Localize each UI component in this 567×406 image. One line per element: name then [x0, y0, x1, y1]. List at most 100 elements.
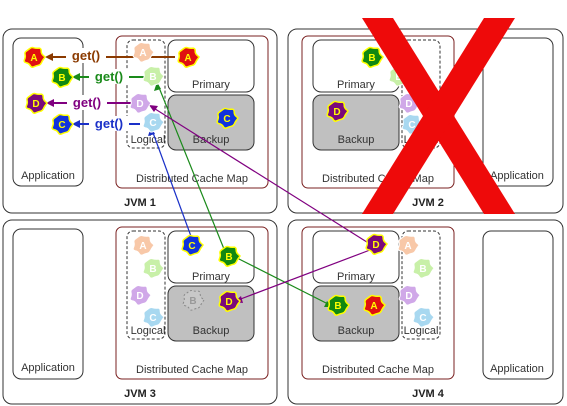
- entry-d-jvm1-logical-icon: D: [129, 93, 152, 114]
- entry-b-jvm1-logical-icon: B: [142, 66, 165, 87]
- entry-blob-shape: [132, 42, 155, 63]
- jvm-2-application-label: Application: [490, 170, 544, 182]
- entry-letter: B: [189, 296, 196, 307]
- entry-c-jvm1-logical-icon: C: [142, 112, 165, 133]
- entry-letter: B: [149, 264, 156, 275]
- jvm-4-primary-label: Primary: [337, 271, 375, 283]
- entry-d-jvm4-logical-icon: D: [398, 285, 421, 306]
- jvm-3-label: JVM 3: [124, 388, 156, 400]
- route-b-head: [154, 82, 161, 91]
- entry-blob-shape: [129, 285, 152, 306]
- entry-blob-shape: [177, 46, 200, 68]
- jvm-3-cache-map-label: Distributed Cache Map: [136, 364, 248, 376]
- entry-letter: C: [149, 313, 156, 324]
- entry-letter: C: [58, 120, 65, 131]
- get-label-d-bg: [67, 95, 107, 110]
- entry-letter: C: [149, 118, 156, 129]
- entry-blob-shape: [142, 258, 165, 279]
- entry-letter: D: [32, 99, 39, 110]
- jvm-4-cache-map-label: Distributed Cache Map: [322, 364, 434, 376]
- entry-a-jvm1-app-icon: A: [23, 46, 46, 68]
- entry-blob-shape: [142, 66, 165, 87]
- entry-b-jvm3-logical-icon: B: [142, 258, 165, 279]
- entry-letter: A: [184, 53, 191, 64]
- entry-blob-shape: [132, 235, 155, 256]
- entry-blob-shape: [365, 233, 388, 255]
- jvm-3-primary-label: Primary: [192, 271, 230, 283]
- jvm-2-application-box: [482, 37, 554, 187]
- jvm-2-backup-label: Backup: [338, 134, 375, 146]
- get-label-d: get(): [73, 95, 101, 110]
- entry-b-jvm4-backup-icon: B: [327, 294, 350, 316]
- entry-blob-shape: [412, 258, 435, 279]
- get-label-a: get(): [72, 48, 100, 63]
- route-b-backup: [236, 257, 331, 306]
- jvm-1-backup-label: Backup: [193, 134, 230, 146]
- entry-blob-shape: [327, 294, 350, 316]
- jvm-2-logical-box: [401, 39, 441, 149]
- get-label-b-bg: [89, 69, 129, 84]
- entry-letter: D: [333, 107, 340, 118]
- jvm-1-cache-map-label: Distributed Cache Map: [136, 173, 248, 185]
- get-labels: get() get() get() get(): [66, 48, 129, 131]
- entry-letter: B: [58, 73, 65, 84]
- jvm-4-application-label: Application: [490, 363, 544, 375]
- entry-letter: A: [370, 301, 377, 312]
- routing-arrows: [148, 82, 371, 307]
- jvm-3-logical-box: [126, 230, 166, 340]
- entry-c-jvm4-logical-icon: C: [412, 307, 435, 328]
- entry-b-jvm3-primary-icon: B: [218, 245, 241, 267]
- get-label-a-bg: [66, 48, 106, 63]
- get-label-c: get(): [95, 116, 123, 131]
- entry-blob-shape: [129, 93, 152, 114]
- entry-d-jvm3-backup-icon: D: [218, 290, 241, 312]
- entry-d-jvm1-app-icon: D: [25, 92, 48, 114]
- entry-letter: B: [419, 264, 426, 275]
- entry-a-jvm4-backup-icon: A: [363, 294, 386, 316]
- entry-letter: D: [405, 99, 412, 110]
- entry-letter: C: [223, 114, 230, 125]
- entry-blob-shape: [398, 285, 421, 306]
- entry-letter: A: [139, 241, 146, 252]
- entry-blob-shape: [181, 234, 204, 256]
- entry-blob-shape: [23, 46, 46, 68]
- jvm-3-backup-label: Backup: [193, 325, 230, 337]
- entry-b-jvm3-backup-icon: B: [182, 290, 205, 311]
- jvm-1-logical-box: [126, 39, 166, 149]
- jvm-2-label: JVM 2: [412, 197, 444, 209]
- entry-blob-shape: [218, 245, 241, 267]
- entry-letter: C: [408, 120, 415, 131]
- entry-letter: D: [136, 99, 143, 110]
- entry-c-jvm1-backup-icon: C: [216, 107, 239, 129]
- entry-d-jvm3-logical-icon: D: [129, 285, 152, 306]
- get-arrow-d-head: [46, 99, 54, 107]
- get-label-b: get(): [95, 69, 123, 84]
- entry-a-jvm3-logical-icon: A: [132, 235, 155, 256]
- entry-blob-shape: [361, 46, 384, 68]
- entry-blob-shape: [363, 294, 386, 316]
- entry-blob-shape: [218, 290, 241, 312]
- entry-letter: C: [419, 313, 426, 324]
- entry-d-jvm2-backup-icon: D: [326, 100, 349, 122]
- entry-blob-shape: [25, 92, 48, 114]
- route-d-backup: [237, 249, 371, 301]
- entry-a-jvm4-logical-icon: A: [397, 235, 420, 256]
- entry-letter: C: [188, 241, 195, 252]
- entry-letter: A: [30, 53, 37, 64]
- jvm-4-backup-label: Backup: [338, 325, 375, 337]
- entry-d-jvm4-primary-icon: D: [365, 233, 388, 255]
- get-label-c-bg: [89, 116, 129, 131]
- route-c: [151, 129, 193, 240]
- jvm-3-application-box: [12, 228, 84, 380]
- entry-blob-shape: [142, 307, 165, 328]
- get-arrow-c-head: [72, 120, 80, 128]
- entry-letter: B: [395, 72, 402, 83]
- entry-b-jvm1-app-icon: B: [51, 66, 74, 88]
- entry-blob-shape: [182, 290, 205, 311]
- entry-blob-shape: [142, 112, 165, 133]
- entry-a-jvm1-logical-icon: A: [132, 42, 155, 63]
- jvm-1-primary-label: Primary: [192, 79, 230, 91]
- jvm-3-application-label: Application: [21, 362, 75, 374]
